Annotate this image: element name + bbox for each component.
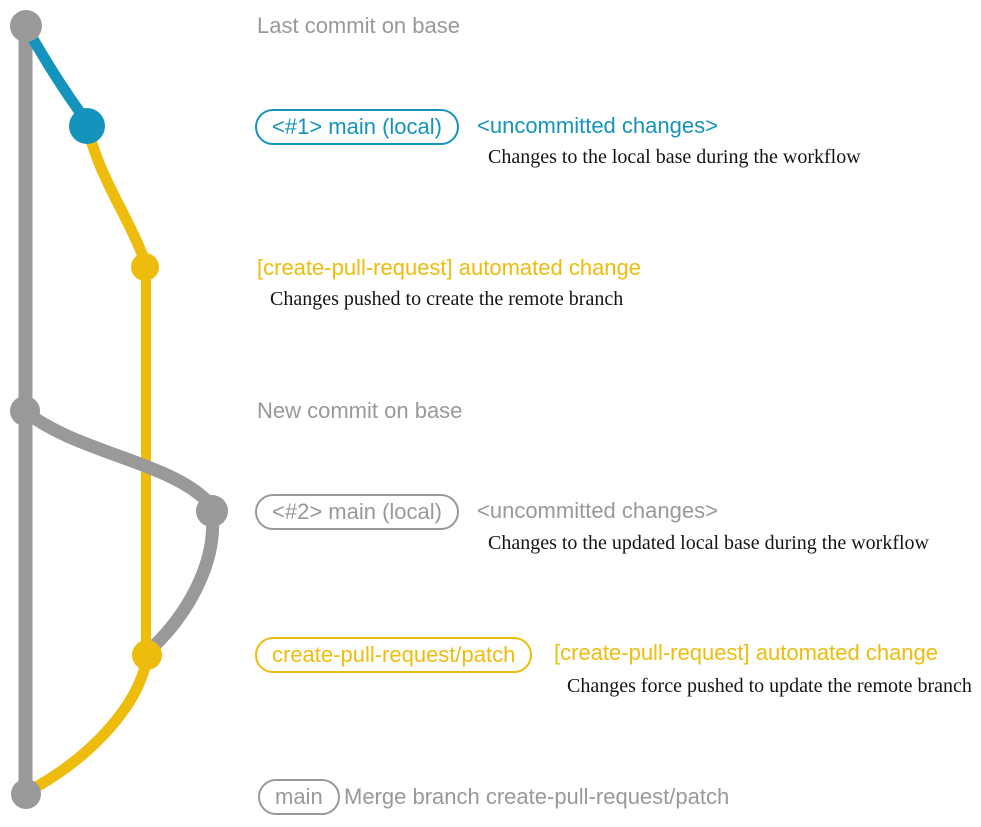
commit-desc-automated-2: Changes force pushed to update the remot… xyxy=(567,675,972,697)
uncommitted-changes-label-2: <uncommitted changes> xyxy=(477,498,718,523)
commit-node-base-2 xyxy=(10,396,40,426)
curve-main1-to-patch1 xyxy=(82,122,150,265)
commit-node-base-top xyxy=(10,10,42,42)
uncommitted-changes-desc-2: Changes to the updated local base during… xyxy=(488,532,929,554)
curve-base-to-main1 xyxy=(20,21,91,125)
commit-node-patch-1 xyxy=(131,253,159,281)
curve-main2-to-patch2 xyxy=(144,507,220,656)
branch-badge-main-local-1: <#1> main (local) xyxy=(255,109,459,145)
branch-badge-patch: create-pull-request/patch xyxy=(255,637,533,673)
commit-desc-automated-1: Changes pushed to create the remote bran… xyxy=(270,288,624,310)
branch-badge-main-local-2: <#2> main (local) xyxy=(255,494,459,530)
heading-new-commit: New commit on base xyxy=(257,398,463,423)
commit-node-main-1 xyxy=(69,108,105,144)
commit-message-automated-1: [create-pull-request] automated change xyxy=(257,255,642,280)
commit-node-merge xyxy=(11,779,41,809)
commit-node-main-2 xyxy=(196,495,228,527)
heading-last-commit: Last commit on base xyxy=(257,13,460,38)
commit-message-merge: Merge branch create-pull-request/patch xyxy=(344,784,730,809)
commit-message-automated-2: [create-pull-request] automated change xyxy=(554,640,939,665)
uncommitted-changes-label-1: <uncommitted changes> xyxy=(477,113,718,138)
curve-base-to-main2 xyxy=(18,404,215,509)
uncommitted-changes-desc-1: Changes to the local base during the wor… xyxy=(488,146,861,168)
branch-badge-main: main xyxy=(258,779,340,815)
commit-node-patch-2 xyxy=(132,640,162,670)
curve-patch2-to-merge xyxy=(23,650,153,797)
